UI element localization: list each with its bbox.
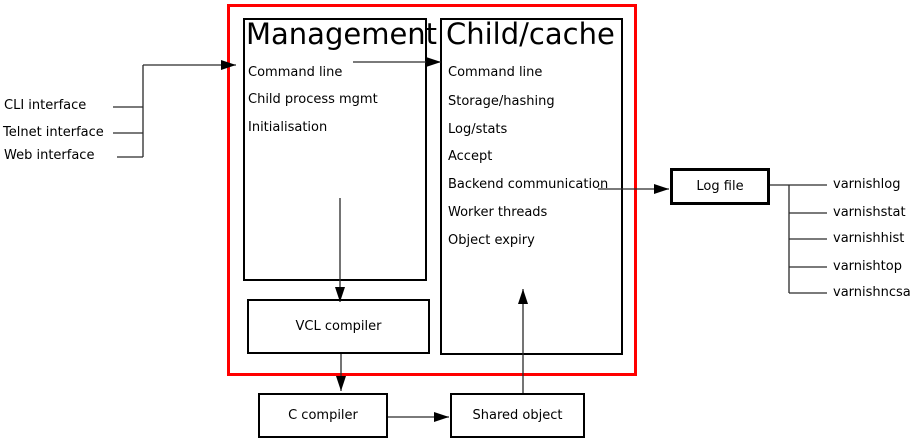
interface-label-cli: CLI interface — [4, 98, 87, 113]
child-item-worker-threads: Worker threads — [448, 205, 548, 220]
c-compiler-box: C compiler — [258, 393, 388, 438]
tool-label-varnishstat: varnishstat — [833, 205, 906, 220]
management-item-command-line: Command line — [248, 65, 343, 80]
tool-label-varnishncsa: varnishncsa — [833, 285, 911, 300]
child-item-object-expiry: Object expiry — [448, 233, 535, 248]
shared-object-label: Shared object — [472, 407, 563, 423]
vcl-compiler-box: VCL compiler — [247, 299, 430, 354]
child-cache-title: Child/cache — [446, 17, 615, 51]
child-item-command-line: Command line — [448, 65, 543, 80]
interface-label-web: Web interface — [4, 148, 95, 163]
child-item-backend-comm: Backend communication — [448, 177, 609, 192]
varnishd-highlight-box — [227, 4, 637, 376]
child-item-storage-hashing: Storage/hashing — [448, 94, 555, 109]
management-box — [243, 18, 427, 281]
tool-label-varnishlog: varnishlog — [833, 177, 901, 192]
c-compiler-label: C compiler — [288, 407, 358, 423]
management-item-child-process: Child process mgmt — [248, 92, 378, 107]
management-item-initialisation: Initialisation — [248, 120, 328, 135]
child-item-accept: Accept — [448, 149, 493, 164]
tool-label-varnishtop: varnishtop — [833, 259, 902, 274]
interface-label-telnet: Telnet interface — [3, 125, 104, 140]
tool-label-varnishhist: varnishhist — [833, 231, 905, 246]
log-file-label: Log file — [696, 178, 744, 194]
child-item-log-stats: Log/stats — [448, 122, 508, 137]
management-title: Management — [246, 17, 438, 51]
child-cache-box — [440, 18, 623, 355]
shared-object-box: Shared object — [450, 393, 585, 438]
log-file-box: Log file — [670, 168, 770, 205]
vcl-compiler-label: VCL compiler — [295, 318, 382, 334]
